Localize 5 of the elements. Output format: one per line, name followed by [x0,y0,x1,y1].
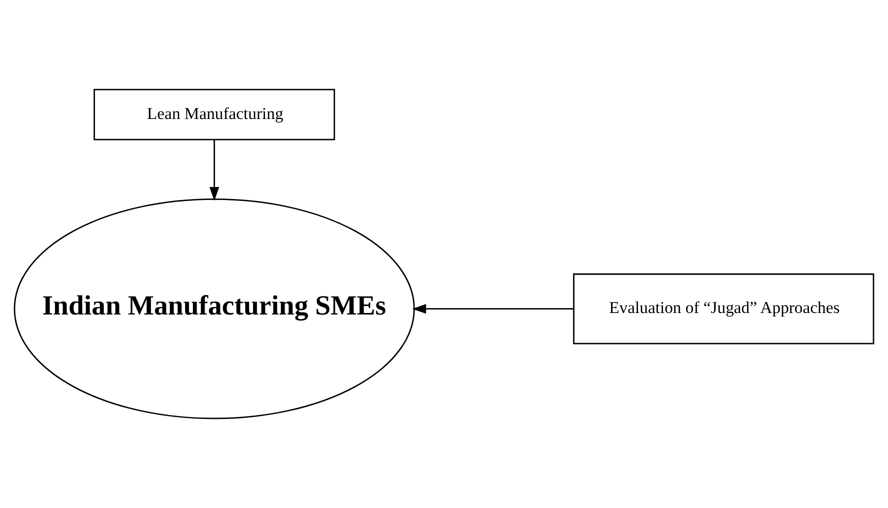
node-box: Lean Manufacturing [94,88,336,140]
node-box: Evaluation of “Jugad” Approaches [573,273,874,344]
arrow [209,140,220,201]
arrow [412,304,574,314]
node-ellipse: Indian Manufacturing SMEs [14,198,415,420]
